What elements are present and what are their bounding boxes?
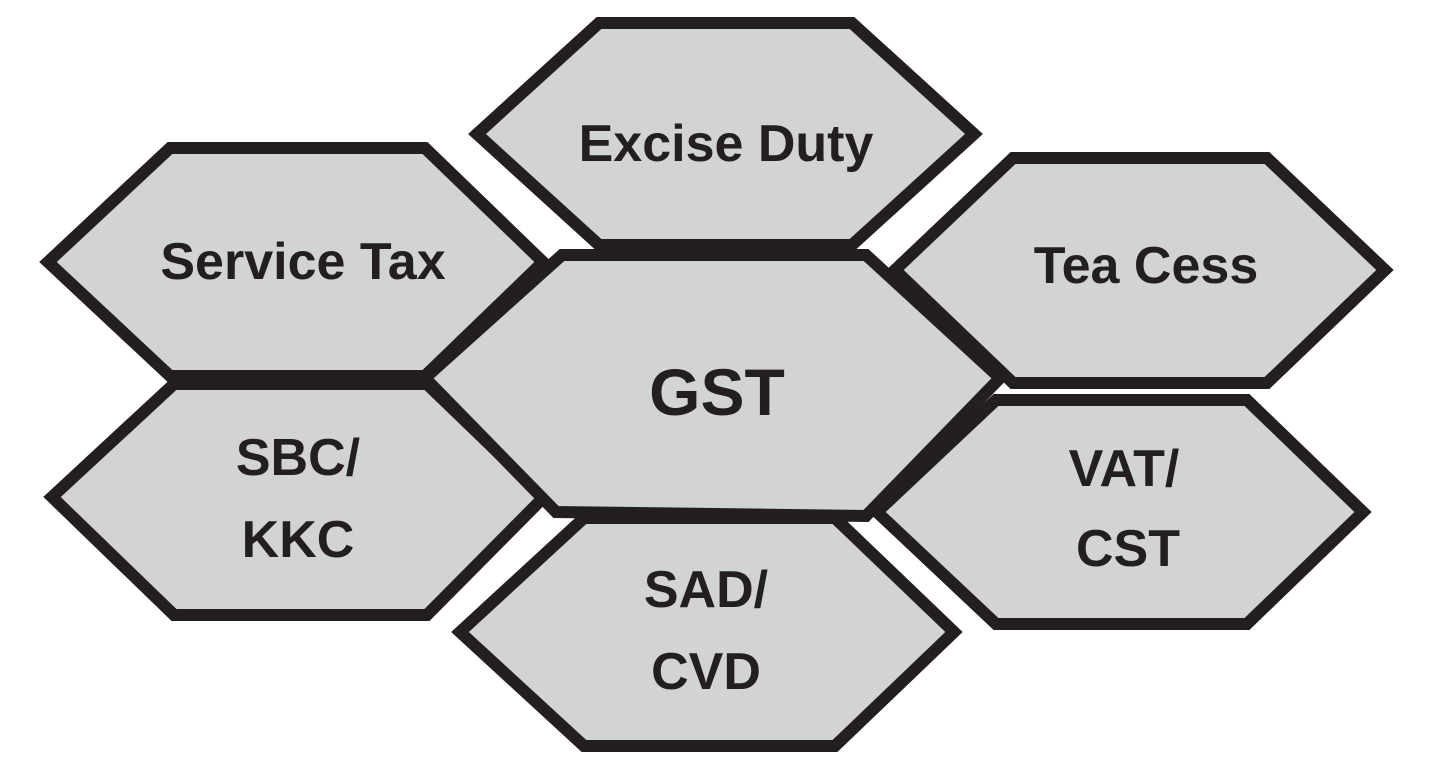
hexagon-excise-duty-label: Excise Duty [579,115,874,173]
hexagon-sad-cvd: SAD/ CVD [451,512,963,752]
hexagon-vat-cst-shape [868,394,1372,630]
hexagon-service-tax-label: Service Tax [160,233,445,291]
hexagon-tea-cess: Tea Cess [886,152,1394,389]
hexagon-service-tax-shape [39,142,552,382]
hexagon-vat-cst-label-line2: CST [1076,520,1180,578]
hexagon-vat-cst: VAT/ CST [868,394,1372,630]
hexagon-sad-cvd-shape [451,512,963,752]
hexagon-gst-shape [416,249,1009,523]
hexagon-service-tax: Service Tax [39,142,552,382]
hexagon-vat-cst-label-line1: VAT/ [1069,440,1180,498]
hexagon-excise-duty: Excise Duty [468,17,983,251]
hexagon-tea-cess-label: Tea Cess [1034,237,1259,295]
hexagon-sad-cvd-label-line2: CVD [651,643,761,701]
hexagon-sad-cvd-label-line1: SAD/ [644,561,768,619]
hexagon-tea-cess-shape [886,152,1394,389]
hexagon-gst: GST [416,249,1009,523]
hexagon-gst-label: GST [649,355,785,429]
hexagon-sbc-kkc-label-line1: SBC/ [236,429,360,487]
hexagon-sbc-kkc-label-line2: KKC [242,511,355,569]
hexagon-excise-duty-shape [468,17,983,251]
